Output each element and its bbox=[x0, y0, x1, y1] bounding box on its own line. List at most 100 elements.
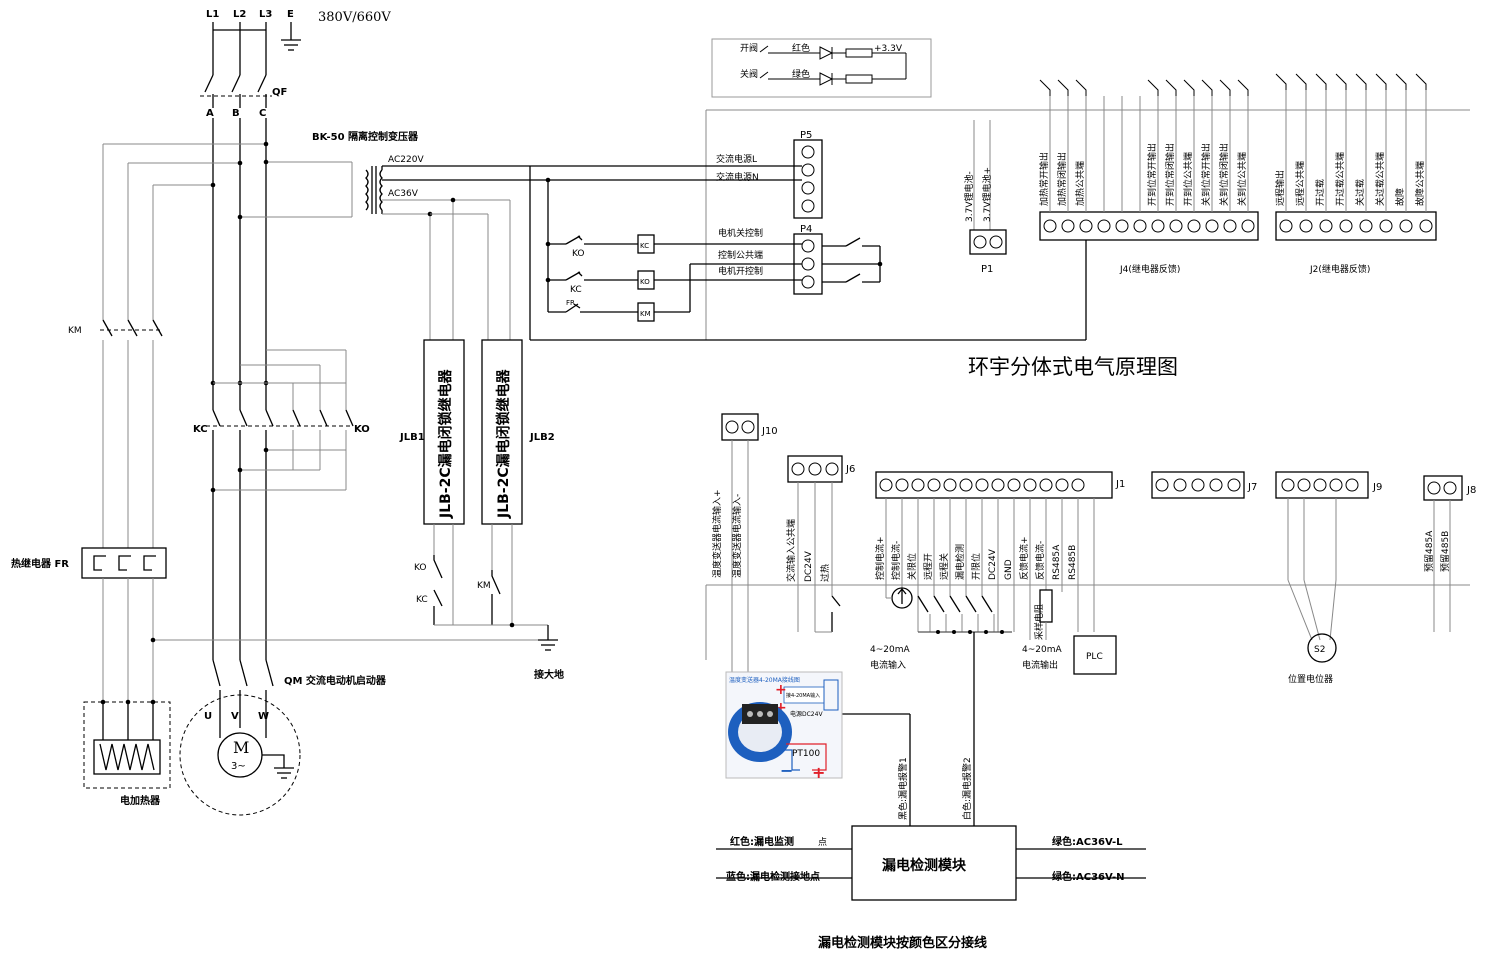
j2-terminal bbox=[1419, 219, 1433, 233]
coil-kc: KC bbox=[640, 242, 649, 250]
pot-symbol: S2 bbox=[1314, 645, 1325, 655]
j6-pin-2: DC24V bbox=[804, 550, 814, 582]
j4-terminal bbox=[1205, 219, 1219, 233]
j10-pin-2: 温度变送器电流输入- bbox=[731, 494, 743, 578]
ground-label: 接大地 bbox=[534, 668, 564, 681]
temperature-transmitter-figure: 温度变送器4-20MA接线图 接4-20MA输入 + + 电源DC24V PT1… bbox=[725, 671, 843, 782]
jlb-contact-ko: KO bbox=[414, 563, 427, 573]
bottom-title: 漏电检测模块按颜色区分接线 bbox=[818, 935, 987, 951]
diagram-title: 环宇分体式电气原理图 bbox=[968, 355, 1178, 379]
ground-icon bbox=[538, 639, 558, 651]
motor-terminal-w: W bbox=[258, 711, 269, 722]
p5-line-n: 交流电源N bbox=[716, 171, 759, 183]
j1-terminal bbox=[911, 478, 925, 492]
j1-terminal bbox=[895, 478, 909, 492]
connector-p1: 3.7V锂电池- 3.7V锂电池+ P1 bbox=[963, 120, 1007, 275]
j1-terminal bbox=[1071, 478, 1085, 492]
transformer-ac36: AC36V bbox=[388, 189, 419, 199]
j9-terminal bbox=[1329, 478, 1343, 492]
j2-terminal bbox=[1299, 219, 1313, 233]
j4-pin-label: 开到位常开输出 bbox=[1146, 143, 1158, 206]
indicator-red-label: 红色 bbox=[792, 42, 810, 54]
relay-contact-fr: FR bbox=[566, 299, 575, 307]
led-red-icon bbox=[819, 46, 834, 60]
motor-symbol-m: M bbox=[233, 738, 249, 757]
j4-terminal bbox=[1241, 219, 1255, 233]
j8-pin-1: 预留485A bbox=[1423, 530, 1435, 572]
motor-terminal-u: U bbox=[204, 711, 212, 722]
thermal-relay-label: 热继电器 FR bbox=[11, 557, 69, 570]
j4-terminal bbox=[1133, 219, 1147, 233]
j1-pin-label: GND bbox=[1004, 559, 1014, 580]
j4-pin-label: 关到位常闭输出 bbox=[1218, 143, 1230, 206]
j7-terminal bbox=[1227, 478, 1241, 492]
current-output-line1: 4~20mA bbox=[1022, 645, 1062, 655]
j2-pin-label: 远程输出 bbox=[1274, 170, 1286, 206]
j6-pin-1: 交流输入公共端 bbox=[785, 519, 797, 582]
connector-j6: J6 交流输入公共端 DC24V 过热 bbox=[785, 455, 855, 633]
j4-terminal bbox=[1097, 219, 1111, 233]
p5-line-l: 交流电源L bbox=[716, 153, 757, 165]
connector-j7: J7 bbox=[1151, 471, 1257, 499]
potentiometer-icon bbox=[1307, 633, 1337, 663]
phase-label-e: E bbox=[287, 9, 294, 20]
j4-terminal bbox=[1223, 219, 1237, 233]
kc-label: KC bbox=[193, 424, 208, 435]
led-green-icon bbox=[819, 72, 834, 86]
j7-terminal bbox=[1155, 478, 1169, 492]
j1-terminal bbox=[1007, 478, 1021, 492]
j2-terminal bbox=[1359, 219, 1373, 233]
position-potentiometer: S2 位置电位器 bbox=[1287, 498, 1337, 685]
j1-pin-label: DC24V bbox=[988, 548, 998, 580]
j1-terminal bbox=[927, 478, 941, 492]
motor-terminal-v: V bbox=[231, 711, 239, 722]
j2-terminal bbox=[1339, 219, 1353, 233]
j4-pin-label: 开到位公共端 bbox=[1182, 152, 1194, 206]
earth-ground-icon bbox=[281, 39, 301, 51]
j10-label: J10 bbox=[761, 426, 778, 437]
indicator-leds: 开阀 关阀 红色 绿色 +3.3V bbox=[711, 38, 932, 98]
j1-terminal bbox=[1055, 478, 1069, 492]
sensor-pt100: PT100 bbox=[792, 749, 820, 759]
connector-j9: J9 bbox=[1275, 471, 1382, 499]
j7-terminal bbox=[1191, 478, 1205, 492]
j9-terminal bbox=[1313, 478, 1327, 492]
pot-label: 位置电位器 bbox=[1288, 673, 1333, 685]
j6-label: J6 bbox=[845, 464, 855, 475]
j4-pin-label: 加热常开输出 bbox=[1038, 152, 1050, 206]
supply-voltage: 380V/660V bbox=[318, 10, 391, 25]
j1-pin-label: 开限位 bbox=[970, 553, 982, 580]
j4-terminal bbox=[1079, 219, 1093, 233]
current-output-line2: 电流输出 bbox=[1022, 659, 1058, 671]
j4-pin-label: 加热常闭输出 bbox=[1056, 152, 1068, 206]
j1-pin-label: 控制电流+ bbox=[874, 536, 886, 580]
jlb-relays: JLB-2C漏电闭锁继电器 JLB-2C漏电闭锁继电器 JLB1 JLB2 KO… bbox=[399, 197, 564, 681]
j2-terminal bbox=[1319, 219, 1333, 233]
plus-sign-icon: + bbox=[775, 682, 787, 698]
j10-pin-1: 温度变送器电流输入+ bbox=[711, 489, 723, 578]
p1-pin-neg: 3.7V锂电池- bbox=[963, 171, 975, 222]
j2-pin-label: 关过载公共端 bbox=[1374, 152, 1386, 206]
jlb-contact-km: KM bbox=[477, 581, 491, 591]
sensor-header: 温度变送器4-20MA接线图 bbox=[729, 676, 800, 684]
connector-j2: J2(继电器反馈) 远程输出远程公共端开过载开过载公共端关过载关过载公共端故障故… bbox=[1274, 73, 1437, 275]
qm-label: QM 交流电动机启动器 bbox=[284, 674, 387, 687]
control-relay-chain: KO KC FR KC KO KM bbox=[529, 166, 1087, 341]
main-breaker-qf: A B C QF bbox=[200, 74, 287, 119]
plc-label: PLC bbox=[1086, 652, 1103, 662]
j2-terminal bbox=[1279, 219, 1293, 233]
distribution-wires bbox=[102, 141, 353, 320]
motor-symbol-3phase: 3~ bbox=[231, 761, 246, 772]
p4-line-close: 电机关控制 bbox=[718, 227, 763, 239]
j1-pin-label: RS485B bbox=[1068, 545, 1078, 580]
j4-pin-label: 开到位常闭输出 bbox=[1164, 143, 1176, 206]
j4-terminal bbox=[1115, 219, 1129, 233]
coil-ko: KO bbox=[640, 278, 650, 286]
j1-pin-label: 反馈电流+ bbox=[1018, 536, 1030, 580]
j1-terminal bbox=[959, 478, 973, 492]
j8-label: J8 bbox=[1466, 485, 1476, 496]
phase-label-l2: L2 bbox=[233, 9, 246, 20]
j1-pin-label: 漏电检测 bbox=[954, 544, 966, 580]
isolation-transformer: BK-50 隔离控制变压器 AC220V AC36V bbox=[312, 130, 530, 215]
